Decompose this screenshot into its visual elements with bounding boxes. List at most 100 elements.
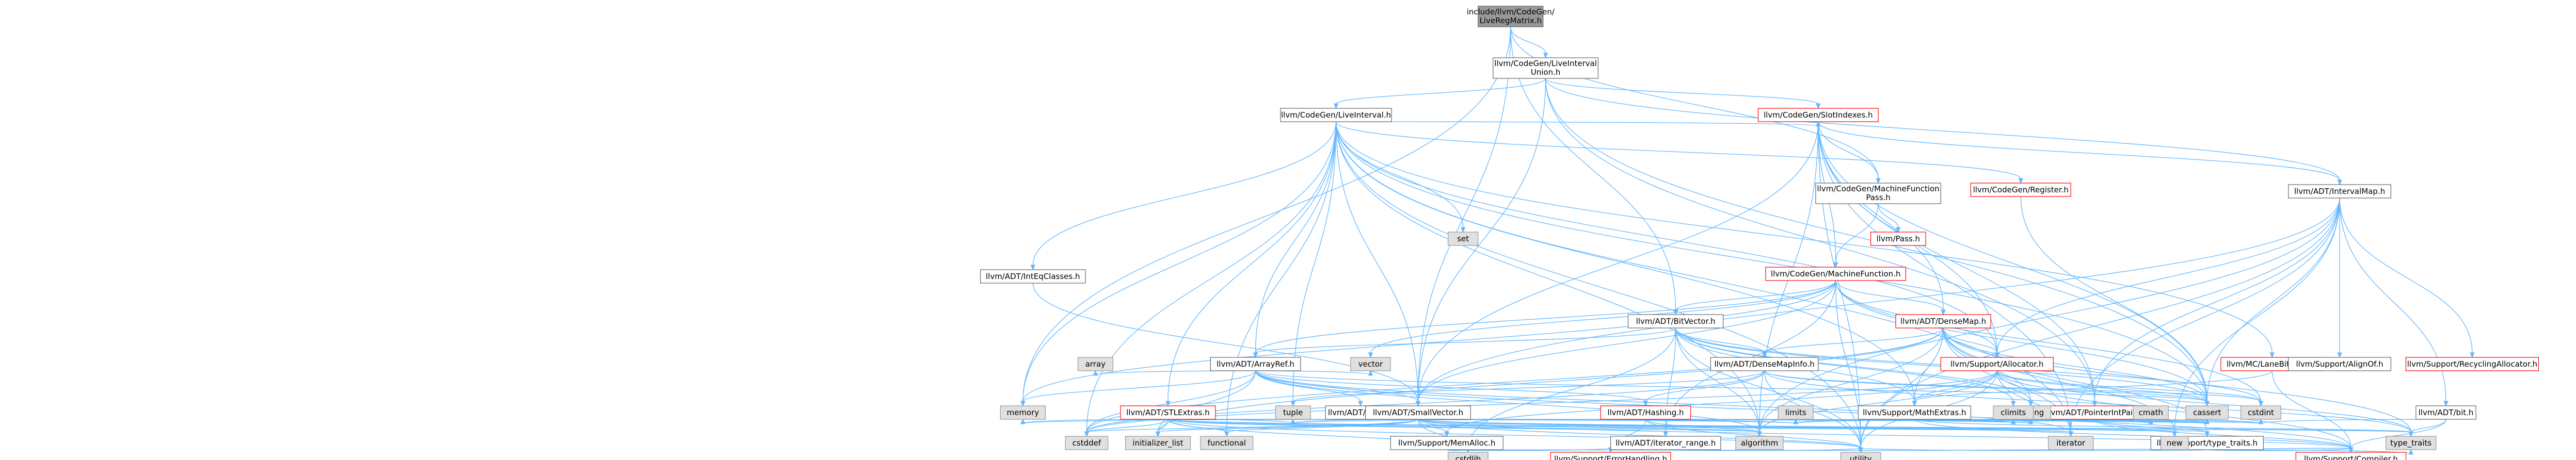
node-label: llvm/Support/MemAlloc.h xyxy=(1398,438,1495,448)
edge-line xyxy=(1943,327,2207,402)
edge-line xyxy=(1086,419,1169,433)
edge-arrowhead xyxy=(2010,418,2016,424)
edge-alloc-to-s_cstdint xyxy=(1996,370,2264,407)
edge-li-to-s_set xyxy=(1335,121,1466,233)
node-arrayref[interactable]: llvm/ADT/ArrayRef.h xyxy=(1210,357,1301,371)
edge-mf-to-bitvec xyxy=(1673,280,1836,316)
edge-line xyxy=(1335,121,2021,179)
node-root[interactable]: include/llvm/CodeGen/LiveRegMatrix.h xyxy=(1467,6,1555,27)
node-smallvec[interactable]: llvm/ADT/SmallVector.h xyxy=(1365,405,1471,420)
node-label: llvm/ADT/BitVector.h xyxy=(1636,317,1716,326)
edge-root-to-smallvec xyxy=(1415,26,1511,407)
edge-arrowhead xyxy=(1084,431,1090,437)
node-ptrpair[interactable]: llvm/ADT/PointerIntPair.h xyxy=(2040,405,2149,420)
edge-line xyxy=(1255,370,2207,402)
node-box xyxy=(1478,6,1544,27)
edge-line xyxy=(1032,121,1337,266)
node-recyc[interactable]: llvm/Support/RecyclingAllocator.h xyxy=(2405,357,2539,371)
node-label: llvm/Support/MathExtras.h xyxy=(1863,408,1966,417)
edge-line xyxy=(1417,198,2340,402)
edge-line xyxy=(2094,419,2351,449)
node-box xyxy=(2133,405,2169,420)
edge-line xyxy=(1335,121,1419,402)
edge-line xyxy=(1835,203,1879,264)
node-label: llvm/Support/ErrorHandling.h xyxy=(1554,454,1667,460)
node-compiler[interactable]: llvm/Support/Compiler.h xyxy=(2295,452,2407,460)
edge-arrowhead xyxy=(2028,418,2034,424)
edge-arrowhead xyxy=(2204,431,2210,437)
edge-dmi-to-s_cstdint xyxy=(1764,370,2264,407)
node-label: llvm/ADT/iterator_range.h xyxy=(1615,438,1716,448)
node-alloc[interactable]: llvm/Support/Allocator.h xyxy=(1940,357,2054,371)
edge-line xyxy=(2271,370,2351,449)
node-label: llvm/ADT/bit.h xyxy=(2419,408,2474,417)
edge-line xyxy=(1996,198,2340,354)
node-intq[interactable]: llvm/ADT/IntEqClasses.h xyxy=(980,269,1086,284)
edge-line xyxy=(1818,121,1944,311)
edge-bitadt-to-s_cstdint xyxy=(2258,418,2446,424)
node-label: cassert xyxy=(2193,408,2221,417)
edge-smallvec-to-memalloc xyxy=(1417,419,1449,437)
node-reg[interactable]: llvm/CodeGen/Register.h xyxy=(1970,183,2071,197)
edge-line xyxy=(1818,121,2340,181)
edge-mathext-to-s_typetraits xyxy=(1914,419,2413,437)
node-memalloc[interactable]: llvm/Support/MemAlloc.h xyxy=(1390,436,1503,450)
edge-arrowhead xyxy=(2348,447,2354,453)
edge-line xyxy=(1335,121,2273,354)
edge-line xyxy=(1417,419,2175,433)
node-box xyxy=(1390,436,1503,450)
node-box xyxy=(2288,184,2392,199)
node-label: llvm/CodeGen/SlotIndexes.h xyxy=(1764,110,1873,120)
edge-arrowhead xyxy=(1368,370,1373,376)
node-dmi[interactable]: llvm/ADT/DenseMapInfo.h xyxy=(1710,357,1819,371)
node-slot[interactable]: llvm/CodeGen/SlotIndexes.h xyxy=(1757,108,1879,122)
node-errh[interactable]: llvm/Support/ErrorHandling.h xyxy=(1550,452,1671,460)
edge-line xyxy=(2070,198,2340,433)
edge-line xyxy=(2339,198,2446,402)
node-bitvec[interactable]: llvm/ADT/BitVector.h xyxy=(1627,314,1724,328)
node-pass[interactable]: llvm/Pass.h xyxy=(1870,232,1926,246)
node-label: tuple xyxy=(1283,408,1303,417)
edge-arrayref-to-none xyxy=(1255,370,1363,407)
edge-mf-to-smallvec xyxy=(1415,280,1836,407)
edge-line xyxy=(1032,283,1419,402)
edge-lanebm-to-compiler xyxy=(2271,370,2354,453)
edge-smallvec-to-s_functional xyxy=(1224,419,1419,437)
edge-arrowhead xyxy=(1368,352,1373,358)
edge-typetraits-to-compiler xyxy=(2206,447,2354,453)
edge-liu-to-slot xyxy=(1545,78,1821,109)
node-densemap[interactable]: llvm/ADT/DenseMap.h xyxy=(1895,314,1991,328)
node-iterrange[interactable]: llvm/ADT/iterator_range.h xyxy=(1610,436,1721,450)
edge-line xyxy=(2350,419,2446,449)
node-label: algorithm xyxy=(1741,438,1778,448)
node-bitadt[interactable]: llvm/ADT/bit.h xyxy=(2415,405,2476,420)
edge-line xyxy=(1996,370,2207,402)
node-box xyxy=(1448,452,1489,460)
node-mathext[interactable]: llvm/Support/MathExtras.h xyxy=(1858,405,1971,420)
edge-arrowhead xyxy=(1643,401,1649,407)
edge-line xyxy=(1335,121,1760,433)
edge-line xyxy=(1914,370,2273,402)
edge-arrowhead xyxy=(1896,227,1901,233)
node-li[interactable]: llvm/CodeGen/LiveInterval.h xyxy=(1280,108,1392,122)
edge-arrowhead xyxy=(1253,352,1258,358)
edge-line xyxy=(1022,370,1256,402)
node-stlextras[interactable]: llvm/ADT/STLExtras.h xyxy=(1120,405,1216,420)
edge-line xyxy=(1764,370,2411,433)
node-mf[interactable]: llvm/CodeGen/MachineFunction.h xyxy=(1765,267,1906,281)
edge-arrowhead xyxy=(1663,431,1668,437)
edge-bitadt-to-s_typetraits xyxy=(2408,419,2446,437)
node-hashing[interactable]: llvm/ADT/Hashing.h xyxy=(1600,405,1691,420)
edge-arrowhead xyxy=(2068,431,2073,437)
node-label: new xyxy=(2167,438,2183,448)
node-s-functional: functional xyxy=(1200,436,1254,450)
node-alignof[interactable]: llvm/Support/AlignOf.h xyxy=(2288,357,2392,371)
edge-typetraits-to-s_utility xyxy=(1858,447,2207,453)
node-label: llvm/ADT/IntervalMap.h xyxy=(2294,187,2385,196)
node-intmap[interactable]: llvm/ADT/IntervalMap.h xyxy=(2288,184,2392,199)
node-label: functional xyxy=(1207,438,1246,448)
edge-line xyxy=(1818,121,1861,449)
